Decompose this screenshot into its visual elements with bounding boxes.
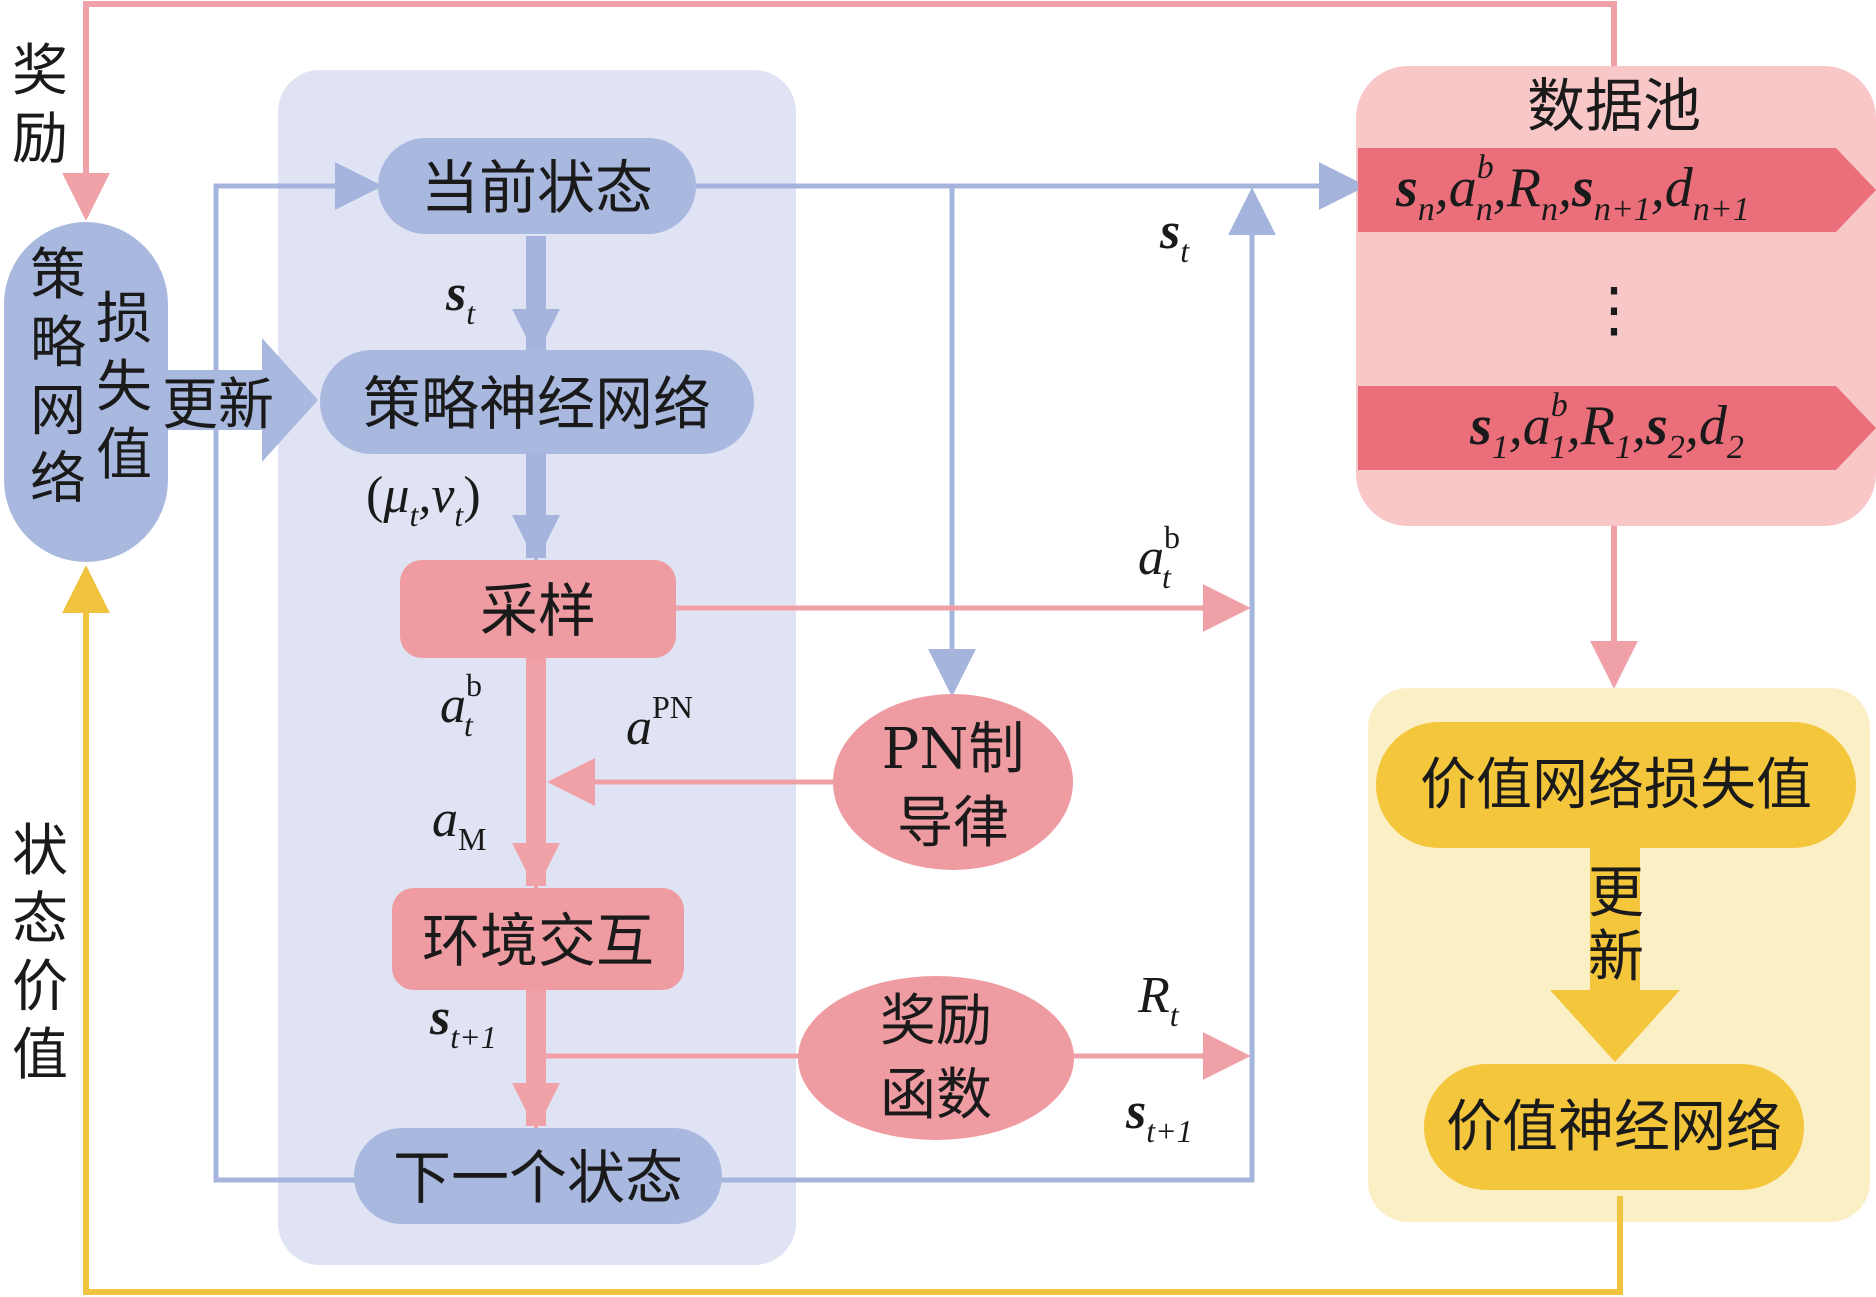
policy-update-arrow [168,338,318,462]
policy-net-node[interactable] [320,350,754,454]
pool-entry-band-bottom [1358,386,1876,470]
current-state-node[interactable] [378,138,696,234]
state-value-label-3: 价 [12,955,68,1020]
policy-loss-char-2: 略 [30,311,86,376]
data-pool-title: 数据池 [1527,72,1701,140]
policy-net-label: 策略神经网络 [363,370,711,438]
policy-loss-char-1: 策 [30,243,86,308]
policy-loss-char-6: 失 [96,355,152,420]
reward-func-label-2: 函数 [880,1063,992,1128]
current-state-label: 当前状态 [421,154,653,222]
sampling-label: 采样 [480,577,596,645]
pool-ellipsis: ⋮ [1584,275,1644,345]
apn-label: aPN [626,689,693,756]
reward-label-2: 励 [12,107,68,172]
value-net-node[interactable] [1424,1064,1804,1190]
next-state-label: 下一个状态 [393,1144,683,1212]
state-value-label-2: 态 [12,887,68,952]
st-label-right: st [1159,203,1190,269]
next-to-current-line [213,162,383,1183]
state-value-loop-line [62,565,1623,1295]
policy-update-label: 更新 [162,373,274,438]
reward-label-1: 奖 [12,39,68,104]
policy-loss-char-5: 损 [96,287,152,352]
value-update-arrow [1550,846,1680,1062]
mu-nu-label: (μt,vt) [366,467,481,533]
next-state-node[interactable] [354,1128,722,1224]
value-update-label-2: 新 [1588,925,1644,990]
pn-guidance-label-1: PN制 [882,717,1025,782]
next-state-up-line [720,187,1276,1183]
env-interaction-label: 环境交互 [422,907,654,975]
pool-entry-band-top [1358,148,1876,232]
reward-func-label-1: 奖励 [880,989,992,1054]
st1-label-right: st+1 [1125,1083,1193,1149]
value-loss-label: 价值网络损失值 [1420,753,1812,818]
policy-loss-node[interactable] [4,222,168,562]
value-update-label-1: 更 [1588,861,1644,926]
rt-label: Rt [1137,967,1180,1033]
st1-label-left: st+1 [429,989,497,1055]
policy-loss-char-7: 值 [96,423,152,488]
policy-loss-char-4: 络 [30,447,86,512]
st-label-policy: st [445,265,476,331]
env-interaction-node[interactable] [392,888,684,990]
pn-guidance-label-2: 导律 [897,791,1009,856]
value-loss-node[interactable] [1376,722,1856,848]
sampling-node[interactable] [400,560,676,658]
reward-loop-line [62,1,1617,221]
state-value-label-1: 状 [12,819,68,884]
reward-func-node[interactable] [798,976,1074,1140]
state-value-label-4: 值 [12,1023,68,1088]
pn-guidance-node[interactable] [833,694,1073,870]
value-net-label: 价值神经网络 [1446,1095,1782,1160]
am-label: aM [432,791,486,857]
policy-loss-char-3: 网 [30,379,86,444]
